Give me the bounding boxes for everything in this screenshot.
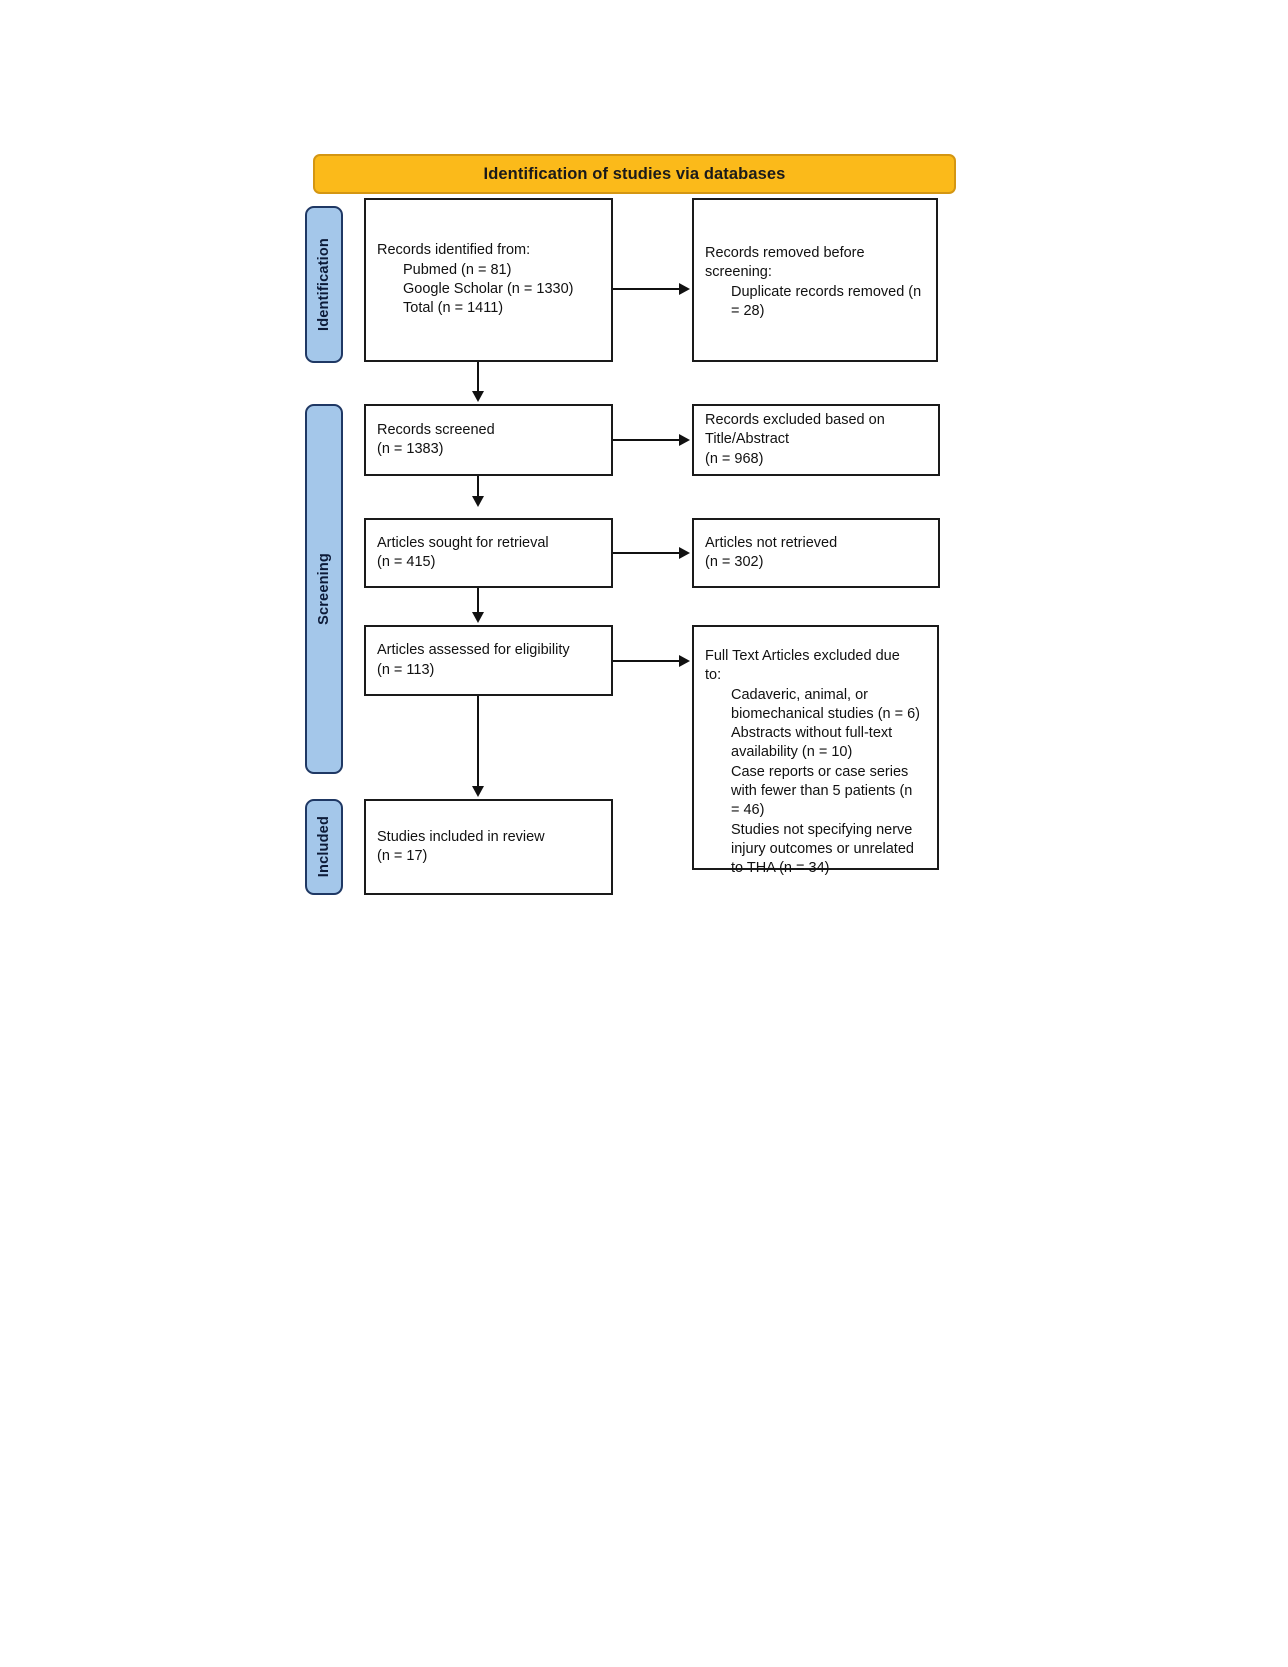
- full-text-excluded-line-3: biomechanical studies (n = 6): [731, 705, 921, 722]
- connector-screened-to-sought: [477, 476, 479, 496]
- studies-included-line-0: Studies included in review: [377, 828, 545, 845]
- connector-sought-to-assessed: [477, 588, 479, 612]
- connector-assessed-to-included: [477, 696, 479, 786]
- box-articles-not-retrieved: Articles not retrieved (n = 302): [692, 518, 940, 588]
- box-records-identified: Records identified from: Pubmed (n = 81)…: [364, 198, 613, 362]
- arrowhead-assessed-to-included: [472, 786, 484, 797]
- full-text-excluded-line-11: to THA (n = 34): [731, 860, 830, 877]
- articles-assessed-line-0: Articles assessed for eligibility: [377, 642, 570, 659]
- box-records-screened: Records screened (n = 1383): [364, 404, 613, 476]
- full-text-excluded-line-8: = 46): [731, 802, 765, 819]
- excluded-ta-line-2: (n = 968): [705, 450, 764, 467]
- box-articles-sought: Articles sought for retrieval (n = 415): [364, 518, 613, 588]
- connector-assessed-to-full-text-excluded: [613, 660, 679, 662]
- studies-included-line-1: (n = 17): [377, 848, 428, 864]
- box-records-excluded-title-abstract: Records excluded based on Title/Abstract…: [692, 404, 940, 476]
- records-screened-line-1: (n = 1383): [377, 441, 444, 457]
- records-screened-line-0: Records screened: [377, 421, 495, 438]
- arrowhead-sought-to-assessed: [472, 612, 484, 623]
- excluded-ta-line-1: Title/Abstract: [705, 431, 790, 448]
- full-text-excluded-line-1: to:: [705, 667, 722, 684]
- stage-label-identification: Identification: [305, 206, 343, 363]
- arrowhead-assessed-to-full-text-excluded: [679, 655, 690, 667]
- box-articles-assessed: Articles assessed for eligibility (n = 1…: [364, 625, 613, 696]
- arrowhead-screened-to-sought: [472, 496, 484, 507]
- records-identified-line-3: Total (n = 1411): [403, 300, 504, 317]
- records-removed-line-1: screening:: [705, 264, 772, 281]
- arrowhead-identified-to-screened: [472, 391, 484, 402]
- full-text-excluded-line-6: Case reports or case series: [731, 763, 909, 780]
- records-removed-line-0: Records removed before: [705, 245, 865, 261]
- articles-not-retrieved-line-0: Articles not retrieved: [705, 534, 838, 551]
- stage-label-identification-text: Identification: [316, 237, 332, 332]
- full-text-excluded-line-9: Studies not specifying nerve: [731, 821, 913, 838]
- box-records-removed: Records removed before screening: Duplic…: [692, 198, 938, 362]
- records-removed-line-3: = 28): [731, 302, 765, 319]
- articles-not-retrieved-line-1: (n = 302): [705, 554, 764, 570]
- records-removed-line-2: Duplicate records removed (n: [731, 283, 922, 300]
- stage-label-included: Included: [305, 799, 343, 895]
- stage-label-screening-text: Screening: [316, 553, 332, 625]
- full-text-excluded-line-10: injury outcomes or unrelated: [731, 840, 914, 857]
- records-identified-line-1: Pubmed (n = 81): [403, 261, 512, 278]
- arrowhead-screened-to-excluded: [679, 434, 690, 446]
- records-identified-line-0: Records identified from:: [377, 242, 531, 259]
- records-identified-line-2: Google Scholar (n = 1330): [403, 281, 574, 297]
- connector-identified-to-screened: [477, 362, 479, 393]
- connector-screened-to-excluded: [613, 439, 679, 441]
- stage-label-screening: Screening: [305, 404, 343, 774]
- full-text-excluded-line-7: with fewer than 5 patients (n: [731, 782, 913, 799]
- articles-assessed-line-1: (n = 113): [377, 661, 435, 678]
- articles-sought-line-1: (n = 415): [377, 554, 436, 570]
- connector-identified-to-removed: [613, 288, 679, 290]
- full-text-excluded-line-5: availability (n = 10): [731, 744, 853, 761]
- arrowhead-identified-to-removed: [679, 283, 690, 295]
- identification-banner: Identification of studies via databases: [313, 154, 956, 194]
- stage-label-included-text: Included: [316, 816, 332, 878]
- full-text-excluded-line-4: Abstracts without full-text: [731, 725, 893, 742]
- connector-sought-to-not-retrieved: [613, 552, 679, 554]
- box-studies-included: Studies included in review (n = 17): [364, 799, 613, 895]
- arrowhead-sought-to-not-retrieved: [679, 547, 690, 559]
- banner-title: Identification of studies via databases: [483, 164, 786, 183]
- excluded-ta-line-0: Records excluded based on: [705, 412, 885, 429]
- box-full-text-excluded: Full Text Articles excluded due to: Cada…: [692, 625, 939, 876]
- full-text-excluded-line-0: Full Text Articles excluded due: [705, 648, 900, 664]
- full-text-excluded-line-2: Cadaveric, animal, or: [731, 686, 868, 703]
- articles-sought-line-0: Articles sought for retrieval: [377, 534, 549, 551]
